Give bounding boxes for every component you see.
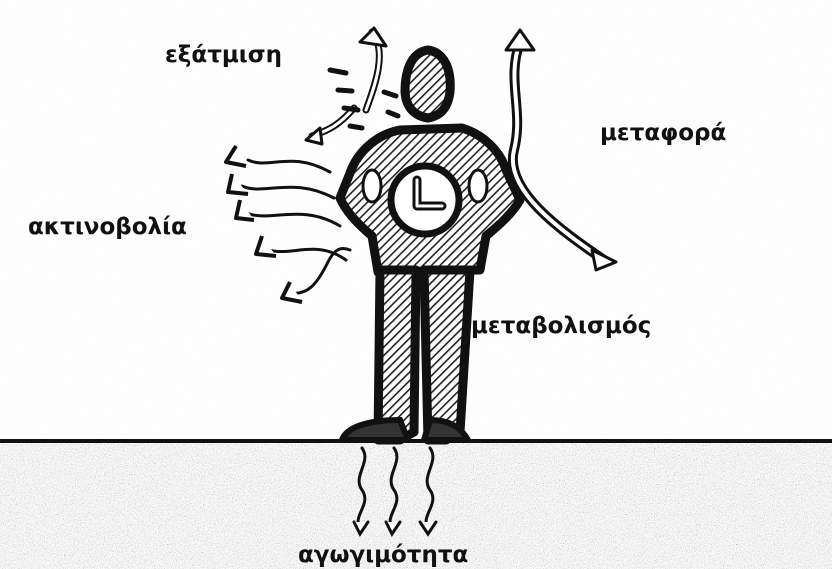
radiation-label: ακτινοβολία (28, 216, 187, 239)
clock-icon (391, 166, 459, 234)
evaporation-label: εξάτμιση (165, 44, 282, 67)
conduction-label: αγωγιμότητα (298, 544, 468, 567)
metabolism-label: μεταβολισμός (471, 315, 651, 338)
convection-label: μεταφορά (600, 122, 726, 145)
